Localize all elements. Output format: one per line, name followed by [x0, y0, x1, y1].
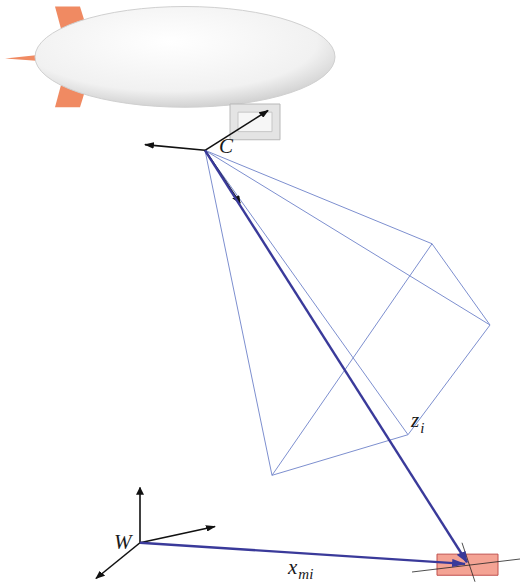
camera-axes	[145, 111, 268, 204]
crosshair-line	[462, 543, 475, 582]
gondola-window	[238, 112, 272, 132]
vector-label: z	[411, 410, 419, 431]
camera-frustum	[205, 150, 490, 475]
gondola	[230, 104, 280, 140]
landmark-patch	[437, 554, 498, 575]
frame-label: C	[219, 136, 233, 157]
position-vector	[140, 543, 465, 564]
vector-label: x	[288, 557, 297, 578]
blimp-hull	[35, 7, 335, 108]
world-axes	[96, 488, 215, 579]
vector-subscript: i	[420, 421, 424, 436]
frame-label: W	[114, 532, 132, 553]
vector-subscript: mi	[298, 567, 313, 582]
measurement-vector	[205, 150, 467, 562]
